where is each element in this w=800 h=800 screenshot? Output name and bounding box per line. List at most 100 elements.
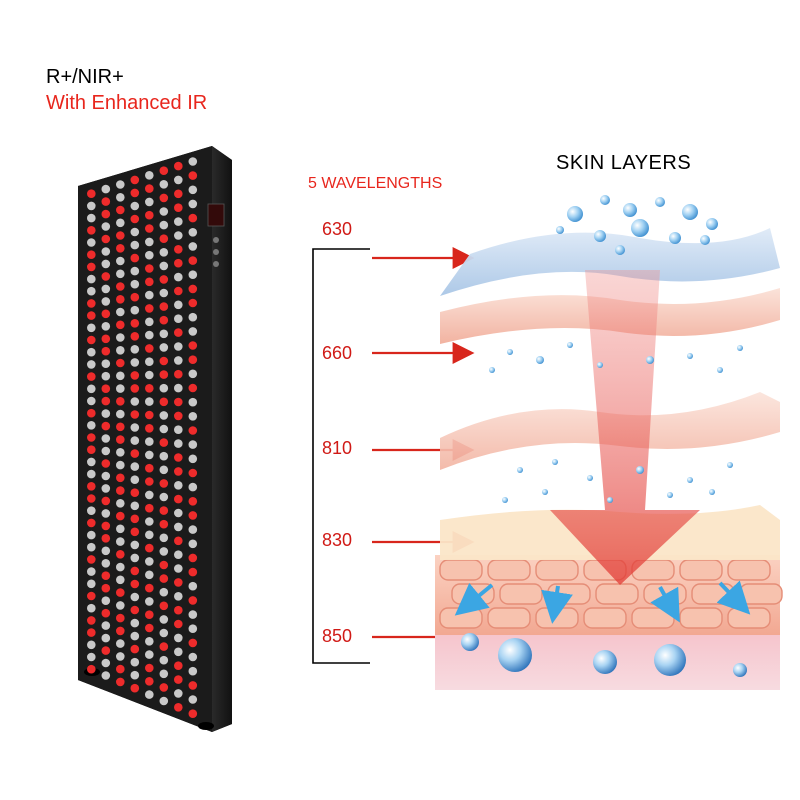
led-red <box>174 578 183 587</box>
led-white <box>188 242 198 251</box>
led-white <box>101 184 111 194</box>
led-red <box>159 479 169 488</box>
led-red <box>159 166 169 175</box>
bubble-icon <box>700 235 710 245</box>
led-white <box>87 603 96 613</box>
led-red <box>145 663 154 673</box>
led-red <box>87 372 96 381</box>
led-white <box>159 180 169 189</box>
led-white <box>159 424 169 434</box>
led-white <box>116 575 125 585</box>
led-white <box>101 621 111 630</box>
led-white <box>188 327 198 336</box>
led-red <box>130 214 140 224</box>
led-red <box>188 298 198 308</box>
led-white <box>145 250 154 260</box>
led-white <box>188 270 198 280</box>
led-red <box>116 244 125 253</box>
led-red <box>188 426 198 435</box>
led-white <box>130 345 140 354</box>
led-red <box>188 341 198 350</box>
skin-cell <box>679 607 723 629</box>
led-white <box>159 492 169 502</box>
bubble-icon <box>597 362 603 368</box>
skin-cell <box>595 583 639 605</box>
led-white <box>145 530 154 540</box>
led-white <box>188 185 198 195</box>
led-red <box>159 519 169 529</box>
led-white <box>145 437 154 446</box>
led-red <box>145 543 154 553</box>
wavelengths-title: 5 WAVELENGTHS <box>308 175 443 192</box>
led-white <box>87 469 96 479</box>
led-red <box>130 175 140 185</box>
led-white <box>159 451 169 461</box>
led-white <box>174 383 183 393</box>
led-red <box>87 482 96 491</box>
led-red <box>145 610 154 619</box>
led-white <box>130 670 140 680</box>
bubble-icon <box>654 644 686 676</box>
led-white <box>101 596 111 605</box>
led-white <box>130 201 140 211</box>
led-white <box>87 347 96 357</box>
led-white <box>174 689 183 698</box>
led-red <box>174 258 183 268</box>
led-white <box>174 231 183 240</box>
led-red <box>159 601 169 611</box>
led-red <box>116 550 125 559</box>
panel-button-icon <box>213 237 219 243</box>
led-red <box>116 231 125 240</box>
led-white <box>159 288 169 298</box>
led-red <box>145 384 154 393</box>
led-red <box>130 527 140 537</box>
led-white <box>130 358 140 367</box>
skin-layers-title: SKIN LAYERS <box>556 152 692 174</box>
bubble-icon <box>682 204 698 220</box>
bubble-icon <box>717 367 723 373</box>
led-red <box>101 384 111 394</box>
led-white <box>87 238 96 247</box>
led-red <box>101 197 111 206</box>
skin-cell <box>487 559 531 581</box>
led-white <box>130 436 140 445</box>
led-red <box>101 421 111 431</box>
led-white <box>87 421 96 430</box>
led-red <box>159 574 169 583</box>
wavelength-label-630: 630 <box>322 219 353 239</box>
led-white <box>87 384 96 394</box>
led-red <box>116 486 125 495</box>
wavelength-label-660: 660 <box>322 343 353 363</box>
led-white <box>116 346 125 355</box>
led-white <box>101 284 111 294</box>
wavelength-arrows <box>372 247 475 648</box>
led-red <box>188 709 198 718</box>
led-white <box>130 462 140 471</box>
bubble-icon <box>646 356 654 364</box>
led-red <box>188 553 198 563</box>
led-white <box>188 157 198 166</box>
led-red <box>101 571 111 580</box>
led-red <box>174 328 183 337</box>
led-white <box>159 220 169 230</box>
led-white <box>130 618 140 628</box>
led-red <box>130 605 140 615</box>
led-white <box>174 342 183 351</box>
led-white <box>174 425 183 435</box>
led-panel-device <box>78 146 232 732</box>
led-red <box>188 355 198 365</box>
led-white <box>159 383 169 393</box>
led-white <box>159 615 169 624</box>
led-white <box>174 508 183 518</box>
led-white <box>116 537 125 546</box>
skin-layer-top <box>440 228 780 296</box>
led-white <box>101 484 111 493</box>
led-red <box>159 356 169 366</box>
led-white <box>145 450 154 460</box>
led-red <box>116 664 125 674</box>
led-white <box>145 690 154 699</box>
led-white <box>116 307 125 317</box>
skin-cell <box>631 607 675 629</box>
led-white <box>87 579 96 589</box>
led-red <box>188 213 198 223</box>
